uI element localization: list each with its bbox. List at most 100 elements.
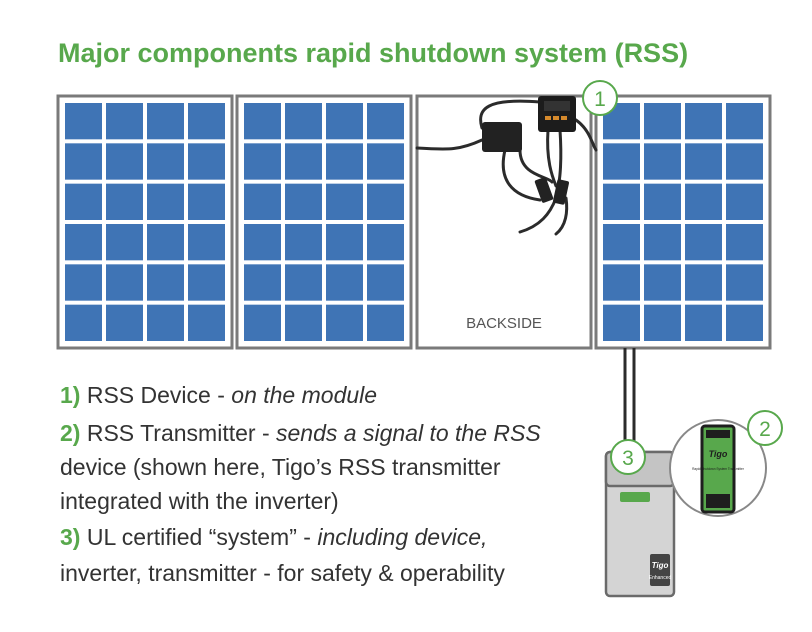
solar-cell — [188, 304, 225, 341]
solar-cell — [244, 264, 281, 301]
legend-item-1: 1) RSS Device - on the module — [60, 380, 377, 410]
solar-cell — [603, 224, 640, 261]
solar-cell — [644, 183, 681, 220]
backside-label: BACKSIDE — [466, 315, 542, 332]
legend-item-1-num: 1) — [60, 382, 81, 408]
solar-cell — [147, 224, 184, 261]
solar-cell — [726, 264, 763, 301]
solar-cell — [685, 264, 722, 301]
legend-item-2: 2) RSS Transmitter - sends a signal to t… — [60, 418, 541, 448]
solar-panel-2 — [235, 94, 413, 350]
junction-box — [482, 122, 522, 152]
inverter-brand: Tigo — [652, 561, 669, 570]
legend-item-3-desc-1: including device, — [317, 524, 488, 550]
solar-cell — [285, 103, 322, 140]
callout-1-label: 1 — [594, 88, 606, 111]
callout-badge-2: 2 — [747, 410, 783, 446]
solar-cell — [285, 183, 322, 220]
solar-cell — [106, 143, 143, 180]
solar-cell — [685, 143, 722, 180]
solar-cell — [285, 304, 322, 341]
legend-item-3-sep: - — [296, 524, 318, 550]
solar-cell — [644, 103, 681, 140]
transmitter-zoom: Tigo Rapid Shutdown System Transmitter — [669, 419, 767, 517]
legend-item-2-desc-3: integrated with the inverter) — [60, 488, 339, 514]
cable-connectors — [534, 177, 569, 205]
solar-cell — [106, 183, 143, 220]
solar-cell — [644, 143, 681, 180]
solar-cell — [603, 304, 640, 341]
solar-cell — [603, 183, 640, 220]
solar-cell — [367, 103, 404, 140]
solar-cell — [685, 103, 722, 140]
transmitter-brand: Tigo — [709, 449, 728, 459]
solar-cell — [188, 143, 225, 180]
solar-cell — [147, 264, 184, 301]
solar-cell — [367, 264, 404, 301]
solar-panel-4 — [594, 94, 772, 350]
solar-cell — [244, 183, 281, 220]
solar-cell — [326, 304, 363, 341]
solar-cell — [685, 183, 722, 220]
transmitter-text: Rapid Shutdown System Transmitter — [692, 467, 745, 471]
solar-cell — [106, 224, 143, 261]
legend-item-3-desc-2: inverter, transmitter - for safety & ope… — [60, 560, 505, 586]
callout-badge-3: 3 — [610, 439, 646, 475]
solar-cell — [188, 183, 225, 220]
solar-cell — [106, 103, 143, 140]
legend-item-2-desc-2: device (shown here, Tigo’s RSS transmitt… — [60, 454, 501, 480]
solar-cell — [685, 304, 722, 341]
solar-cell — [285, 143, 322, 180]
solar-cell — [188, 224, 225, 261]
solar-cell — [147, 103, 184, 140]
inverter: Tigo Enhanced — [604, 450, 676, 598]
solar-cell — [726, 304, 763, 341]
solar-cell — [285, 224, 322, 261]
solar-cell — [644, 264, 681, 301]
solar-cell — [147, 304, 184, 341]
legend-item-1-sep: - — [210, 382, 232, 408]
solar-cell — [147, 183, 184, 220]
legend-item-1-name: RSS Device — [86, 382, 211, 408]
solar-cell — [106, 304, 143, 341]
solar-cell — [188, 264, 225, 301]
callout-3-label: 3 — [622, 447, 634, 470]
solar-cell — [326, 143, 363, 180]
legend-item-2-num: 2) — [60, 420, 81, 446]
inverter-cables — [623, 348, 636, 452]
solar-cell — [65, 103, 102, 140]
solar-cell — [367, 183, 404, 220]
solar-cell — [726, 143, 763, 180]
solar-cell — [685, 224, 722, 261]
solar-cell — [603, 264, 640, 301]
solar-cell — [244, 103, 281, 140]
solar-cell — [367, 143, 404, 180]
callout-badge-1: 1 — [582, 80, 618, 116]
solar-cell — [726, 183, 763, 220]
solar-cell — [65, 183, 102, 220]
solar-cell — [326, 183, 363, 220]
solar-panel-1 — [56, 94, 234, 350]
solar-cell — [326, 103, 363, 140]
solar-cell — [65, 224, 102, 261]
solar-cell — [65, 264, 102, 301]
module-cables — [415, 99, 598, 236]
solar-cell — [326, 264, 363, 301]
legend-item-1-desc: on the module — [231, 382, 378, 408]
diagram-title: Major components rapid shutdown system (… — [58, 38, 689, 68]
solar-cell — [726, 103, 763, 140]
solar-cell — [65, 143, 102, 180]
solar-cell — [285, 264, 322, 301]
legend-item-3-name: UL certified “system” — [86, 524, 297, 550]
legend-item-3-num: 3) — [60, 524, 81, 550]
solar-cell — [644, 304, 681, 341]
solar-cell — [244, 143, 281, 180]
solar-cell — [147, 143, 184, 180]
solar-cell — [603, 143, 640, 180]
inverter-sub: Enhanced — [649, 575, 672, 581]
solar-cell — [188, 103, 225, 140]
solar-cell — [644, 224, 681, 261]
solar-cell — [726, 224, 763, 261]
solar-cell — [65, 304, 102, 341]
